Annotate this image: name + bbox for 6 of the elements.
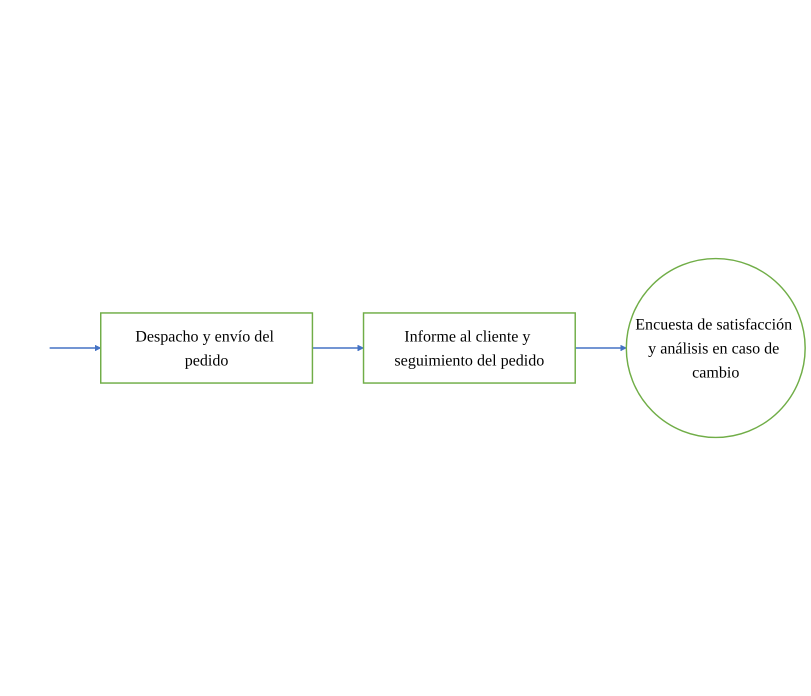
arrow: [575, 344, 627, 352]
node-circle: Encuesta de satisfacción y análisis en caso de cambio: [626, 258, 806, 438]
arrow: [50, 344, 102, 352]
node-box: Informe al cliente y seguimiento del pedido: [362, 312, 576, 384]
arrow: [312, 344, 364, 352]
node-box: Despacho y envío del pedido: [100, 312, 314, 384]
